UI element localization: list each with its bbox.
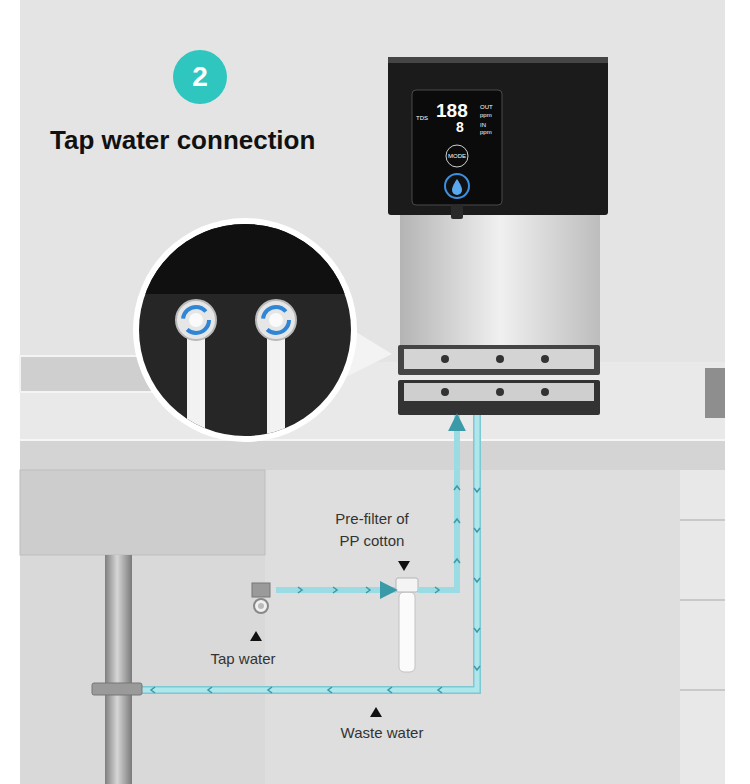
fitting-core	[189, 313, 203, 327]
dispense-button	[445, 174, 469, 198]
grate-hole	[496, 355, 504, 363]
drawer-line	[680, 599, 725, 601]
mode-button	[446, 145, 468, 167]
flow-arrow	[438, 687, 442, 693]
flow-arrow	[268, 687, 272, 693]
dispenser-lid	[388, 57, 608, 63]
diagram-title: Tap water connection	[50, 124, 315, 156]
cabinet-interior	[20, 470, 725, 784]
magnifier-ground	[139, 224, 351, 436]
dispenser-illustration	[388, 57, 608, 415]
drawer-line	[680, 689, 725, 691]
button-label: MODE	[446, 153, 468, 159]
display-text: ppm	[480, 112, 492, 118]
cabinet-back	[265, 470, 680, 784]
purifier-unit: TDS188OUTppm8INppmMODE	[388, 57, 608, 415]
grate-hole	[541, 355, 549, 363]
flow-arrow	[474, 528, 480, 532]
pipe-label: Waste water	[322, 724, 442, 742]
drain-pipe	[105, 555, 132, 784]
part-label: Tap water	[180, 650, 306, 668]
part-label: Pre-filter of PP cotton	[328, 508, 416, 552]
valve-nut	[254, 599, 268, 613]
flow-arrow	[454, 519, 460, 523]
grate-hole	[441, 388, 449, 396]
water-pipe	[276, 587, 396, 593]
drip-tray-base	[398, 380, 600, 415]
valve-illustration	[252, 583, 270, 613]
display-text: IN	[480, 122, 486, 128]
display-screen	[412, 90, 502, 205]
counter-front	[20, 440, 725, 470]
waste-pipe	[132, 415, 477, 690]
flow-arrow	[454, 559, 460, 563]
flow-arrow	[328, 687, 332, 693]
fitting-collet	[263, 307, 289, 333]
flow-arrow	[208, 687, 212, 693]
flow-arrow	[454, 486, 460, 490]
display-value: 188	[436, 101, 468, 120]
fitting	[176, 300, 216, 340]
pointer-triangle	[250, 631, 262, 641]
magnifier-ring	[133, 218, 357, 442]
water-pipe	[418, 415, 457, 590]
dispenser-body	[400, 215, 600, 355]
nozzle	[451, 205, 463, 219]
fitting-collet	[183, 307, 209, 333]
flow-arrow	[298, 587, 302, 593]
flow-arrow	[333, 587, 337, 593]
waste-pipe-outline	[132, 415, 477, 690]
prefilter-illustration	[396, 578, 418, 672]
tap-valve: Tap water	[250, 580, 276, 614]
flow-arrow	[435, 587, 439, 593]
grate-hole	[496, 388, 504, 396]
pointer-triangle	[398, 561, 410, 571]
display-value: 8	[456, 120, 464, 134]
sink-bowl	[20, 470, 265, 555]
flow-arrow	[474, 488, 480, 492]
tray-grate	[404, 349, 594, 369]
counter-edge	[20, 439, 725, 441]
tray-grate	[404, 383, 594, 401]
prefilter-cartridge: Pre-filter of PP cotton	[396, 578, 418, 672]
flow-arrow	[474, 666, 480, 670]
filter-body	[399, 592, 415, 672]
flow-arrow	[474, 578, 480, 582]
display-text: OUT	[480, 104, 493, 110]
flow-arrow	[474, 628, 480, 632]
filter-cap	[396, 578, 418, 592]
counter-object	[705, 368, 725, 418]
flow-arrow	[388, 687, 392, 693]
water-drop-icon	[452, 179, 462, 195]
display-text: ppm	[480, 129, 492, 135]
flow-arrow	[366, 587, 370, 593]
magnifier-callout	[133, 218, 392, 446]
dispenser-head	[388, 57, 608, 215]
drawer-line	[680, 519, 725, 521]
pipe-clamp	[92, 683, 142, 695]
housing-panel	[139, 224, 351, 294]
valve-body	[252, 583, 270, 597]
valve-core	[258, 603, 264, 609]
wall	[20, 0, 725, 784]
fitting	[256, 300, 296, 340]
display-text: TDS	[416, 115, 428, 121]
step-badge	[173, 50, 227, 104]
pointer-triangle	[370, 707, 382, 717]
flow-arrow	[151, 687, 155, 693]
drip-tray	[398, 345, 600, 375]
drawers	[680, 470, 725, 784]
grate-hole	[441, 355, 449, 363]
grate-hole	[541, 388, 549, 396]
fitting-core	[269, 313, 283, 327]
step-number: 2	[173, 50, 227, 104]
